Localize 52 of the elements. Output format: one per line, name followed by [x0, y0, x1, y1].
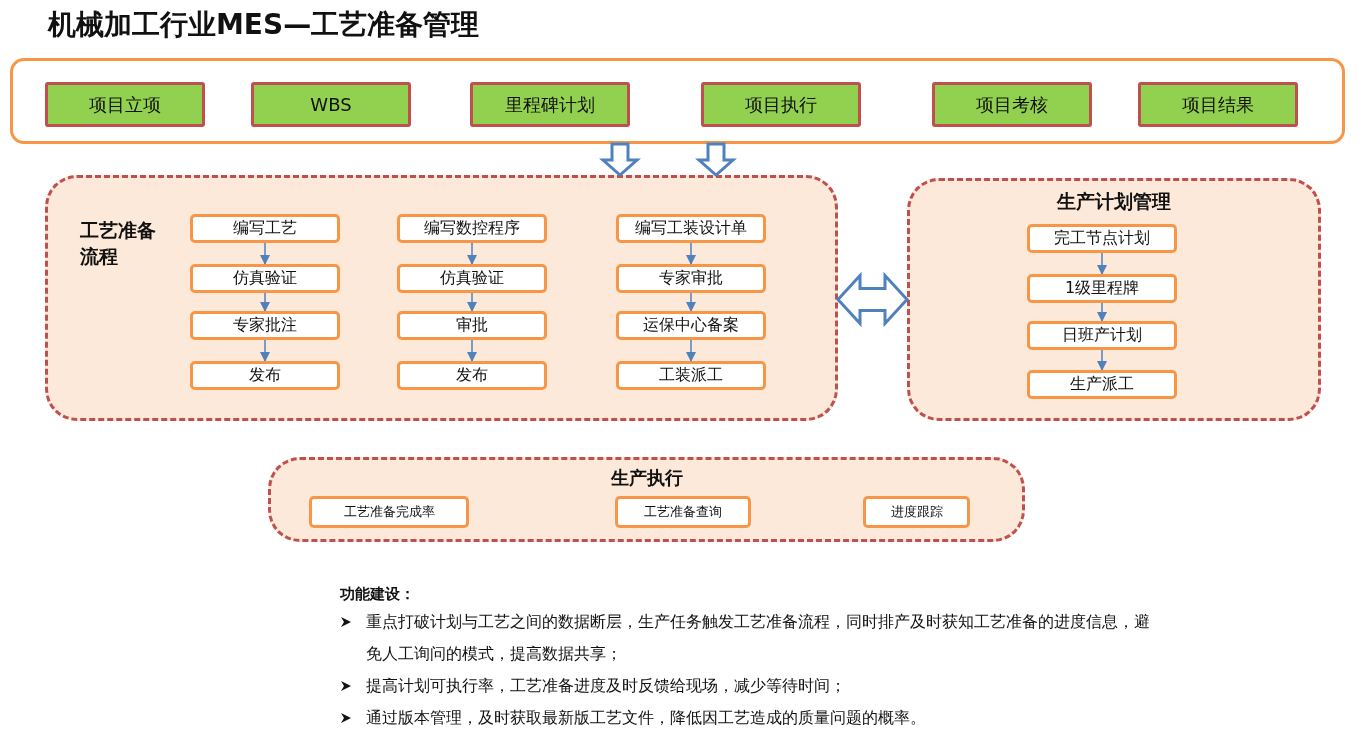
- phase-box: 项目结果: [1138, 82, 1298, 127]
- arrow: [1096, 302, 1108, 323]
- block-arrow: [695, 142, 737, 177]
- process-panel: [45, 175, 838, 421]
- function-box: 工艺准备查询: [615, 496, 751, 528]
- bullet-text: 重点打破计划与工艺之间的数据断层，生产任务触发工艺准备流程，同时排产及时获知工艺准备的进度信息，避免人工询问的模式，提高数据共享；: [366, 611, 1151, 665]
- arrow: [259, 339, 271, 363]
- process-panel: [268, 457, 1025, 542]
- arrow: [259, 292, 271, 313]
- block-arrow: [835, 271, 910, 328]
- process-step-box: 专家批注: [190, 311, 340, 340]
- phase-box: 项目立项: [45, 82, 205, 127]
- phase-box: 项目考核: [932, 82, 1092, 127]
- arrow: [466, 339, 478, 363]
- block-arrow: [599, 142, 641, 177]
- process-step-box: 编写工装设计单: [616, 214, 766, 243]
- diagram-title: 机械加工行业MES—工艺准备管理: [48, 7, 480, 43]
- process-step-box: 专家审批: [616, 264, 766, 293]
- arrow: [685, 292, 697, 313]
- section-heading: 功能建设：: [340, 584, 415, 605]
- process-step-box: 仿真验证: [397, 264, 547, 293]
- phase-box: 里程碑计划: [470, 82, 630, 127]
- arrow: [466, 242, 478, 266]
- function-box: 进度跟踪: [863, 496, 970, 528]
- phase-box: WBS: [251, 82, 411, 127]
- process-step-box: 发布: [190, 361, 340, 390]
- process-step-box: 完工节点计划: [1027, 224, 1177, 253]
- function-box: 工艺准备完成率: [309, 496, 469, 528]
- process-step-box: 审批: [397, 311, 547, 340]
- panel-heading: 生产执行: [609, 466, 684, 490]
- bullet-text: 提高计划可执行率，工艺准备进度及时反馈给现场，减少等待时间；: [366, 675, 847, 697]
- arrow: [685, 242, 697, 266]
- panel-heading: 工艺准备流程: [80, 218, 157, 269]
- process-step-box: 生产派工: [1027, 370, 1177, 399]
- process-step-box: 工装派工: [616, 361, 766, 390]
- arrow: [1096, 252, 1108, 276]
- process-step-box: 仿真验证: [190, 264, 340, 293]
- process-step-box: 日班产计划: [1027, 321, 1177, 350]
- process-step-box: 运保中心备案: [616, 311, 766, 340]
- phase-box: 项目执行: [701, 82, 861, 127]
- process-step-box: 编写工艺: [190, 214, 340, 243]
- process-step-box: 发布: [397, 361, 547, 390]
- arrow: [466, 292, 478, 313]
- bullet-text: 通过版本管理，及时获取最新版工艺文件，降低因工艺造成的质量问题的概率。: [366, 707, 927, 729]
- project-phase-band: [10, 58, 1345, 144]
- process-step-box: 编写数控程序: [397, 214, 547, 243]
- process-panel: [907, 178, 1321, 421]
- arrow: [685, 339, 697, 363]
- panel-heading: 生产计划管理: [1055, 189, 1172, 214]
- process-step-box: 1级里程牌: [1027, 274, 1177, 303]
- arrow: [1096, 349, 1108, 372]
- arrow: [259, 242, 271, 266]
